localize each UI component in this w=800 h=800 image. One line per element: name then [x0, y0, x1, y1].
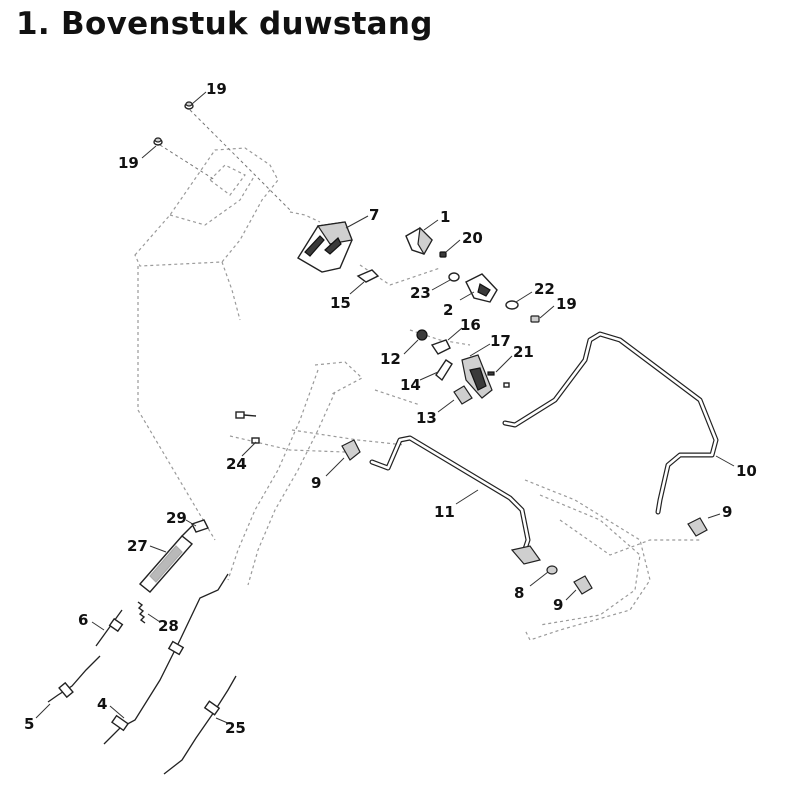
- callout-9: 9: [553, 596, 563, 614]
- bracket-16: [430, 339, 451, 355]
- ghost-handle-frame: [134, 109, 700, 641]
- bushing-9-left: [341, 439, 361, 461]
- bolt-24: [235, 411, 260, 444]
- callout-19: 19: [206, 80, 227, 98]
- callout-28: 28: [158, 617, 179, 635]
- callout-22: 22: [534, 280, 555, 298]
- callout-5: 5: [24, 715, 34, 733]
- page-title: 1. Bovenstuk duwstang: [16, 6, 433, 42]
- screw-19-left: [153, 137, 163, 146]
- screw-19-right: [530, 315, 540, 323]
- callout-2: 2: [443, 301, 453, 319]
- cable-6: [95, 609, 124, 647]
- callout-4: 4: [97, 695, 107, 713]
- cap-8: [546, 565, 558, 575]
- callout-6: 6: [78, 611, 88, 629]
- callout-labels: 19 19 7 1 20 15 23 22 2 19 16 17 12 21 1…: [24, 80, 757, 737]
- callout-8: 8: [514, 584, 524, 602]
- callout-9: 9: [311, 474, 321, 492]
- pin-21: [487, 371, 510, 388]
- callout-10: 10: [736, 462, 757, 480]
- callout-1: 1: [440, 208, 450, 226]
- callout-25: 25: [225, 719, 246, 737]
- washer-23: [448, 272, 460, 282]
- washer-22: [505, 300, 519, 310]
- callout-23: 23: [410, 284, 431, 302]
- callout-7: 7: [369, 206, 379, 224]
- callout-17: 17: [490, 332, 511, 350]
- clip-15: [356, 269, 380, 283]
- spring-20: [439, 251, 447, 258]
- cable-25: [163, 675, 237, 775]
- callout-21: 21: [513, 343, 534, 361]
- rod-14: [435, 359, 453, 382]
- callout-19: 19: [118, 154, 139, 172]
- spring-28: [137, 601, 146, 624]
- nut-12: [416, 329, 428, 341]
- hook-29: [191, 519, 209, 533]
- knob-1: [405, 226, 433, 256]
- lever-17: [461, 354, 493, 399]
- leader-lines: [35, 91, 735, 725]
- bushing-9-bottom: [573, 575, 593, 595]
- callout-16: 16: [460, 316, 481, 334]
- callout-15: 15: [330, 294, 351, 312]
- roller-13: [453, 385, 473, 405]
- cable-4: [103, 573, 229, 745]
- callout-13: 13: [416, 409, 437, 427]
- control-housing-7: [297, 221, 353, 273]
- callout-9: 9: [722, 503, 732, 521]
- callout-20: 20: [462, 229, 483, 247]
- cable-5: [47, 655, 101, 703]
- callout-24: 24: [226, 455, 247, 473]
- bushing-9-right: [687, 517, 708, 537]
- lever-body-2: [465, 273, 498, 303]
- callout-11: 11: [434, 503, 455, 521]
- callout-12: 12: [380, 350, 401, 368]
- callout-29: 29: [166, 509, 187, 527]
- bail-bar-11: [369, 435, 542, 565]
- bail-bar-10: [502, 331, 719, 515]
- callout-27: 27: [127, 537, 148, 555]
- damper-27: [138, 525, 194, 593]
- callout-14: 14: [400, 376, 421, 394]
- callout-19: 19: [556, 295, 577, 313]
- screw-19-top: [184, 101, 194, 110]
